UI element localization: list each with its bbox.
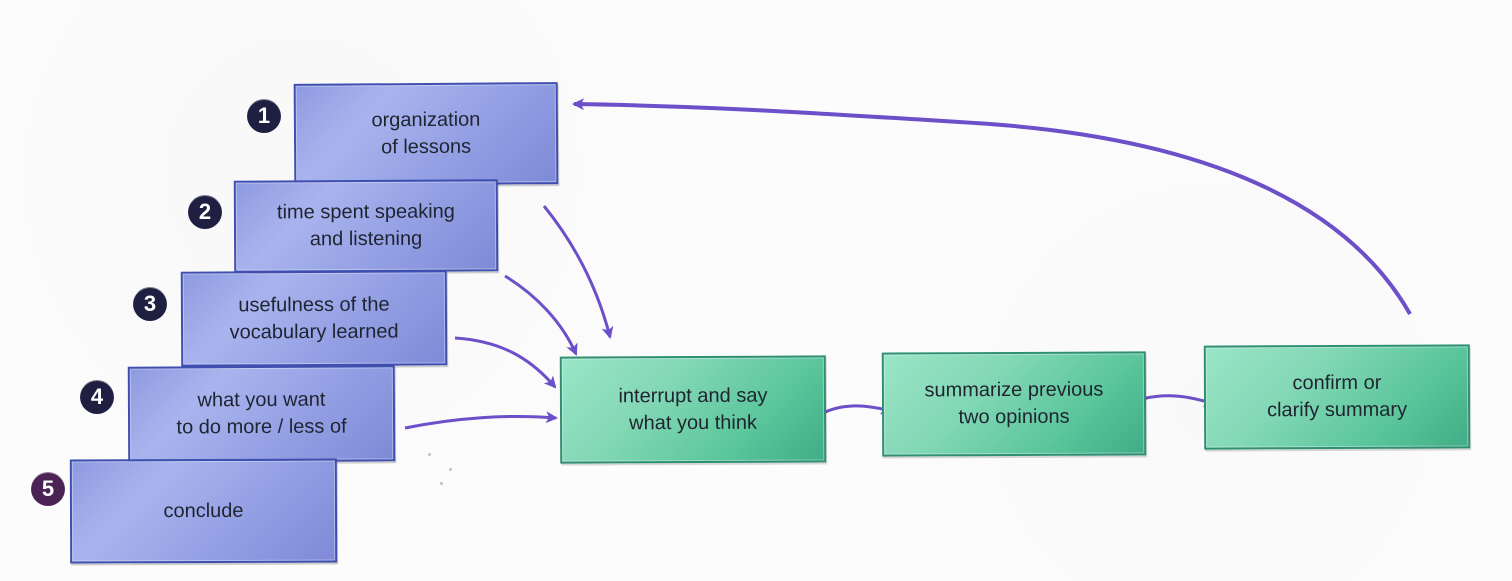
step-3-box: usefulness of the vocabulary learned [180,270,448,367]
step-1-box: organization of lessons [293,82,559,186]
arrow-step-1-to-interrupt [542,205,614,339]
interrupt-label: interrupt and say what you think [618,384,768,434]
step-1-number: 1 [257,103,271,128]
step-5-box: conclude [69,458,338,564]
step-2-label: time spent speaking and listening [276,200,455,251]
step-4-box: what you want to do more / less of [127,365,396,463]
step-5-badge: 5 [31,472,65,506]
arrow-step-4-to-interrupt [404,411,558,430]
step-4-number: 4 [90,384,104,409]
paper-speck [449,468,452,471]
step-2-badge: 2 [188,195,222,229]
step-2-number: 2 [198,199,212,224]
arrow-interrupt-to-summary [816,402,893,418]
confirm-box: confirm or clarify summary [1203,344,1471,450]
arrow-step-3-to-interrupt [454,336,557,389]
summarize-box: summarize previous two opinions [881,351,1147,457]
paper-speck [440,482,443,485]
step-5-number: 5 [41,476,55,501]
step-5-label: conclude [163,499,244,522]
paper-speck [428,453,431,456]
step-1-label: organization of lessons [371,108,481,159]
confirm-label: confirm or clarify summary [1266,371,1408,422]
summarize-label: summarize previous two opinions [924,378,1104,429]
step-3-label: usefulness of the vocabulary learned [229,293,399,343]
arrow-return-to-step-1 [572,98,1412,315]
step-4-badge: 4 [80,380,114,414]
step-1-badge: 1 [247,99,281,133]
step-2-box: time spent speaking and listening [233,179,499,273]
arrow-step-2-to-interrupt [504,274,578,356]
step-3-badge: 3 [133,287,167,321]
step-3-number: 3 [143,291,157,316]
step-4-label: what you want to do more / less of [176,388,347,439]
interrupt-box: interrupt and say what you think [559,355,827,464]
